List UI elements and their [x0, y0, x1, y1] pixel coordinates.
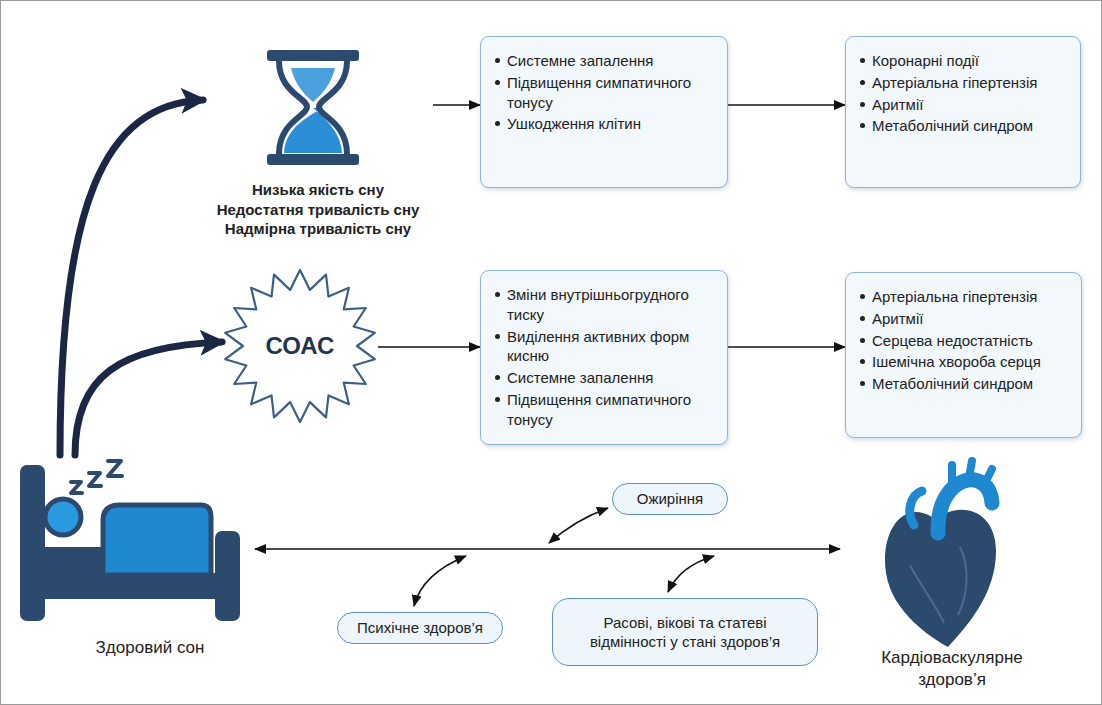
bullet-item: Системне запалення [495, 368, 715, 388]
icon-part [45, 499, 81, 535]
icon-part [103, 505, 211, 575]
icon-part [20, 465, 45, 621]
bullet-dot [495, 292, 500, 297]
connector [433, 104, 480, 106]
factor-pill: Ожиріння [612, 483, 728, 515]
process-box: Артеріальна гіпертензіяАритміїСерцева не… [845, 272, 1082, 438]
bullet-dot [495, 397, 500, 402]
bullet-item: Зміни внутрішньогрудного тиску [495, 285, 715, 325]
bullet-item: Серцева недостатність [860, 331, 1069, 351]
bullet-item: Виділення активних форм кисню [495, 327, 715, 367]
bullet-text: Ішемічна хвороба серця [872, 352, 1041, 372]
connector [728, 346, 845, 348]
bullet-item: Артеріальна гіпертензія [860, 73, 1068, 93]
icon-caption: Надмірна тривалість сну [203, 219, 433, 239]
icon-part [910, 547, 967, 623]
icon-caption: Недостатня тривалість сну [203, 200, 433, 220]
bullet-dot [860, 316, 865, 321]
bullet-dot [860, 80, 865, 85]
bullet-item: Ішемічна хвороба серця [860, 352, 1069, 372]
bullet-text: Зміни внутрішньогрудного тиску [507, 285, 715, 325]
star-label: СОАС [266, 332, 335, 360]
bullet-item: Ушкодження клітин [495, 114, 715, 134]
bullet-text: Артеріальна гіпертензія [872, 73, 1037, 93]
bullet-text: Артеріальна гіпертензія [872, 287, 1037, 307]
bullet-item: Метаболічний синдром [860, 374, 1069, 394]
bullet-text: Підвищення симпатичного тонусу [507, 390, 715, 430]
icon-caption: Здоровий сон [55, 637, 245, 659]
double-arrow [668, 556, 714, 592]
icon-part [225, 270, 375, 422]
icon-caption: Низька якість сну [203, 180, 433, 200]
bullet-dot [495, 80, 500, 85]
bullet-item: Артеріальна гіпертензія [860, 287, 1069, 307]
bullet-text: Системне запалення [507, 368, 653, 388]
bullet-item: Коронарні події [860, 51, 1068, 71]
connector [75, 342, 222, 455]
leader-arrows [414, 508, 714, 606]
bullet-dot [860, 102, 865, 107]
bullet-item: Аритмії [860, 309, 1069, 329]
bullet-dot [495, 121, 500, 126]
heart-node: Кардіоваскулярне здоров’я [840, 455, 1055, 695]
bullet-dot [860, 381, 865, 386]
process-box: Коронарні подіїАртеріальна гіпертензіяАр… [845, 36, 1081, 188]
icon-part [215, 531, 240, 621]
bullet-dot [860, 294, 865, 299]
bullet-dot [860, 123, 865, 128]
pill-label: Ожиріння [637, 489, 703, 509]
bullet-text: Виділення активних форм кисню [507, 327, 715, 367]
connector [378, 346, 480, 348]
hourglass-icon [203, 40, 433, 175]
bullet-text: Аритмії [872, 309, 923, 329]
factor-pill: Психічне здоров’я [337, 612, 503, 644]
bullet-dot [860, 359, 865, 364]
bullet-text: Підвищення симпатичного тонусу [507, 73, 715, 113]
bullet-text: Ушкодження клітин [507, 114, 641, 134]
bullet-item: Системне запалення [495, 51, 715, 71]
bullet-text: Аритмії [872, 95, 923, 115]
icon-part [71, 461, 122, 493]
icon-part [279, 61, 347, 154]
bullet-item: Метаболічний синдром [860, 116, 1068, 136]
factor-pill: Расові, вікові та статеві відмінності у … [552, 598, 818, 666]
bullet-text: Коронарні події [872, 51, 979, 71]
bullet-dot [860, 338, 865, 343]
bed-node: Здоровий сон [15, 455, 255, 670]
icon-caption: Кардіоваскулярне здоров’я [862, 647, 1042, 691]
pill-label: Психічне здоров’я [357, 618, 483, 638]
heart-icon [840, 455, 1055, 650]
process-box: Зміни внутрішньогрудного тискуВиділення … [480, 270, 728, 445]
connector [728, 104, 845, 106]
bullet-text: Серцева недостатність [872, 331, 1033, 351]
process-box: Системне запаленняПідвищення симпатичног… [480, 36, 728, 188]
icon-part [43, 547, 103, 575]
double-arrow [549, 508, 608, 543]
pill-label: Расові, вікові та статеві відмінності у … [565, 613, 805, 652]
bullet-text: Системне запалення [507, 51, 653, 71]
bullet-item: Підвищення симпатичного тонусу [495, 73, 715, 113]
bullet-dot [860, 58, 865, 63]
bullet-dot [495, 334, 500, 339]
connector [255, 548, 840, 550]
bullet-item: Аритмії [860, 95, 1068, 115]
icon-part [910, 491, 922, 525]
bed-icon [15, 455, 255, 625]
icon-part [284, 108, 342, 153]
icon-part [952, 461, 992, 491]
bullet-item: Підвищення симпатичного тонусу [495, 390, 715, 430]
star-burst: СОАС [222, 268, 378, 424]
bullet-dot [495, 375, 500, 380]
bullet-text: Метаболічний синдром [872, 374, 1033, 394]
bullet-text: Метаболічний синдром [872, 116, 1033, 136]
double-arrow [414, 556, 466, 606]
hourglass-node: Низька якість снуНедостатня тривалість с… [203, 40, 433, 240]
bullet-dot [495, 58, 500, 63]
